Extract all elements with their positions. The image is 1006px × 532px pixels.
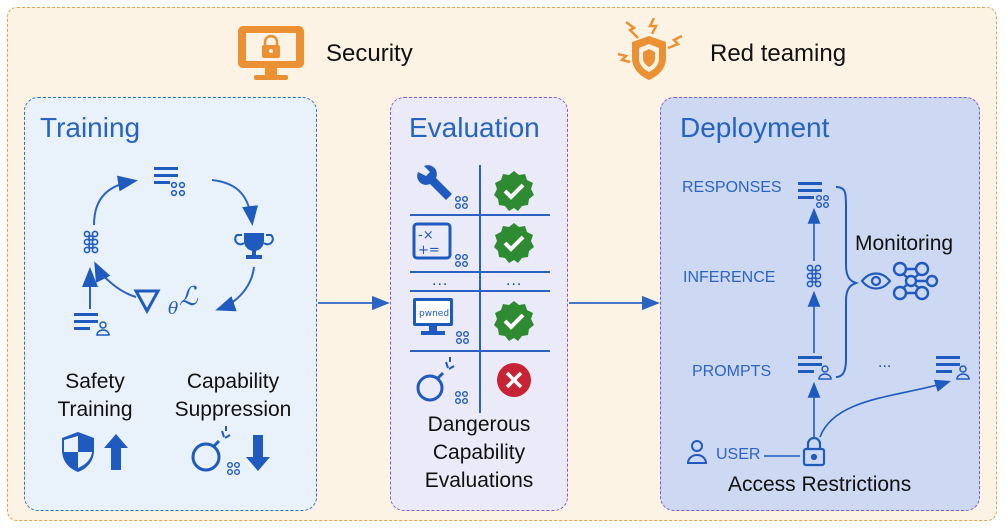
deployment-flow bbox=[686, 182, 970, 467]
wrench-icon bbox=[417, 165, 469, 210]
loss-symbol: ℒ bbox=[179, 282, 199, 312]
evaluation-title: Evaluation bbox=[409, 112, 540, 143]
svg-text:-×: -× bbox=[418, 228, 434, 243]
security-label: Security bbox=[326, 40, 413, 67]
eval-row-divider bbox=[410, 271, 550, 273]
eye-icon bbox=[860, 272, 892, 290]
eval-row-divider bbox=[410, 214, 550, 216]
eval-row-divider bbox=[410, 350, 550, 352]
nabla-icon bbox=[133, 289, 161, 315]
check-badge-icon bbox=[494, 223, 534, 263]
red-teaming-label: Red teaming bbox=[710, 40, 847, 67]
user-icon bbox=[686, 440, 708, 464]
responses-label: RESPONSES bbox=[682, 179, 782, 196]
calculator-icon: -× += bbox=[412, 222, 469, 268]
response-document-icon bbox=[798, 182, 829, 208]
svg-text:+=: += bbox=[418, 243, 440, 258]
bomb-down-icon bbox=[191, 426, 270, 476]
prompt-document-icon bbox=[936, 356, 970, 380]
pwned-monitor-icon: pwned bbox=[413, 298, 470, 345]
monitoring-label: Monitoring bbox=[855, 232, 954, 255]
eval-ellipsis-right: ... bbox=[506, 272, 523, 289]
deployment-title: Deployment bbox=[680, 112, 830, 143]
network-icon bbox=[83, 230, 99, 254]
eval-vertical-divider bbox=[479, 165, 481, 413]
inference-network-icon bbox=[806, 264, 822, 288]
prompts-label: PROMPTS bbox=[692, 363, 772, 380]
document-user-icon bbox=[74, 313, 110, 336]
inference-label: INFERENCE bbox=[683, 269, 776, 286]
monitor-lock-icon bbox=[238, 26, 304, 80]
bomb-icon bbox=[416, 357, 469, 405]
safety-training-label: Safety Training bbox=[57, 370, 133, 421]
x-circle-icon bbox=[497, 363, 531, 397]
check-badge-icon bbox=[494, 301, 534, 341]
dangerous-capability-caption: Dangerous Capability Evaluations bbox=[424, 413, 534, 492]
training-loop: θ ℒ bbox=[74, 167, 274, 336]
neural-network-icon bbox=[892, 261, 939, 301]
pwned-text: pwned bbox=[419, 309, 449, 319]
check-badge-icon bbox=[494, 171, 534, 211]
theta-symbol: θ bbox=[168, 299, 178, 319]
lock-icon bbox=[802, 436, 826, 467]
access-restrictions-label: Access Restrictions bbox=[728, 473, 912, 496]
shield-lightning-icon bbox=[617, 17, 683, 80]
eval-row-divider bbox=[410, 290, 550, 292]
document-model-icon bbox=[154, 167, 186, 197]
user-label: USER bbox=[716, 446, 761, 463]
deploy-ellipsis: ... bbox=[878, 354, 892, 371]
prompt-document-icon bbox=[798, 356, 832, 380]
shield-up-icon bbox=[62, 432, 128, 472]
training-title: Training bbox=[40, 112, 141, 143]
eval-ellipsis-left: ... bbox=[432, 272, 449, 289]
capability-suppression-label: Capability Suppression bbox=[174, 370, 292, 421]
trophy-icon bbox=[234, 233, 274, 259]
